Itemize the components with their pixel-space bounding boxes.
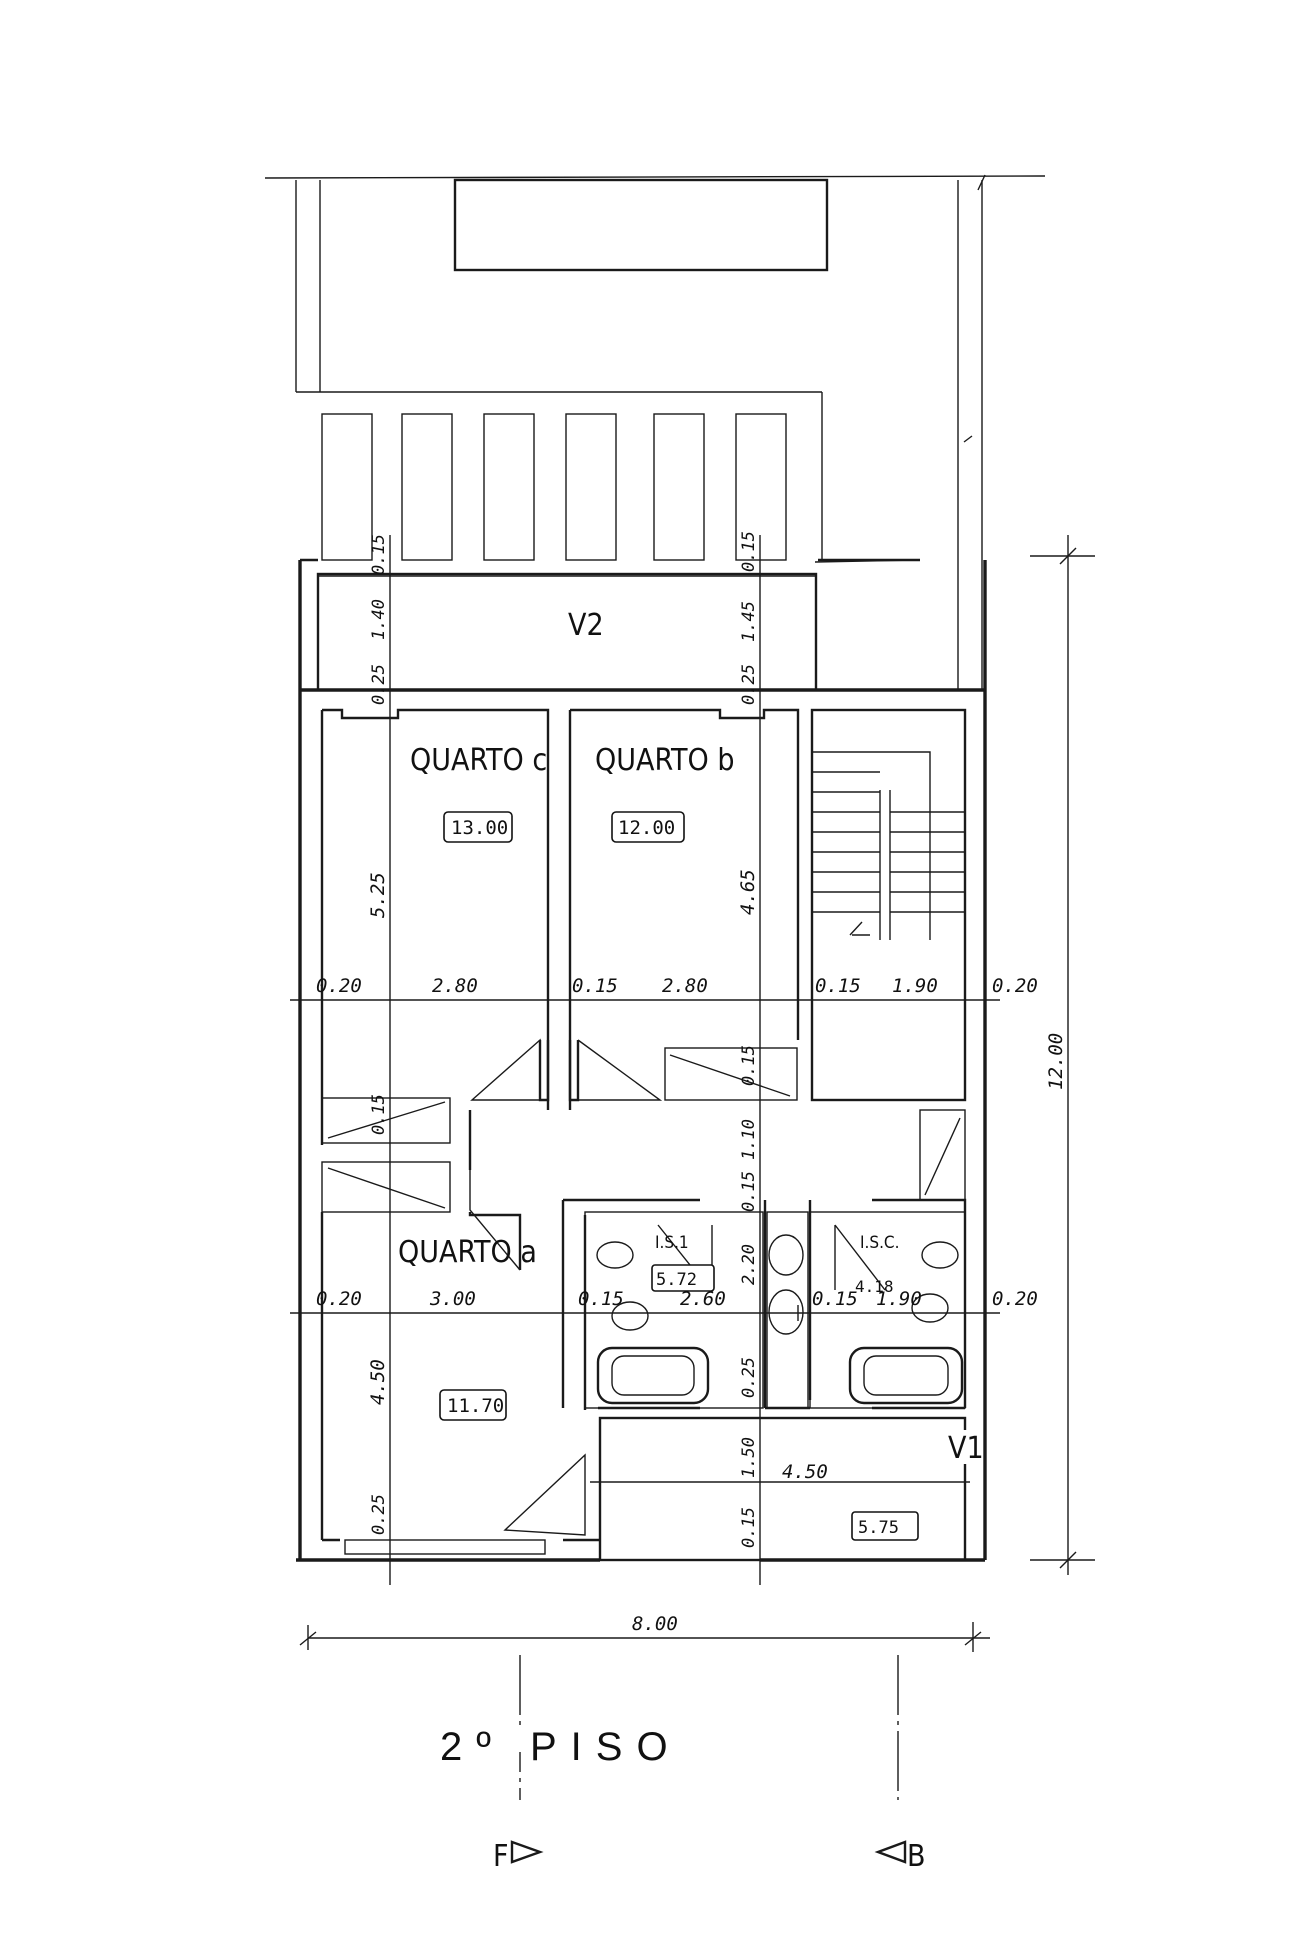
terrace-area — [264, 174, 1046, 690]
section-arrow-right-icon — [874, 1840, 907, 1864]
dim-mid-9: 1.50 — [739, 1437, 759, 1478]
dim-row-upper-2: 0.15 — [572, 975, 618, 997]
dim-row-lower-0: 0.20 — [316, 1288, 362, 1310]
room-quarto-b-area: 12.00 — [618, 817, 675, 839]
bathrooms — [584, 1211, 966, 1409]
dim-mid-2: 0.25 — [739, 664, 759, 705]
dim-left-3: 5.25 — [367, 872, 389, 918]
room-quarto-a-area: 11.70 — [447, 1395, 504, 1417]
room-quarto-b-label: QUARTO b — [595, 743, 734, 778]
dim-left-6: 0.25 — [369, 1494, 389, 1535]
dim-mid-4: 0.15 — [739, 1045, 759, 1086]
dim-mid-7: 2.20 — [739, 1244, 759, 1285]
dim-row-lower-3: 2.60 — [680, 1288, 726, 1310]
dim-row-upper-6: 0.20 — [992, 975, 1038, 997]
dim-mid-8: 0.25 — [739, 1357, 759, 1398]
section-mark-right: B — [907, 1839, 926, 1874]
dim-mid-5: 1.10 — [739, 1119, 759, 1160]
dim-row-lower-4: 0.15 — [812, 1288, 858, 1310]
dim-row-lower-5: 1.90 — [876, 1288, 922, 1310]
room-isc-label: I.S.C. — [860, 1233, 899, 1253]
dim-left-2: 0.25 — [369, 664, 389, 705]
dim-row-upper-5: 1.90 — [892, 975, 938, 997]
dim-row-upper-3: 2.80 — [662, 975, 708, 997]
dim-row-upper-0: 0.20 — [316, 975, 362, 997]
dim-total-depth: 12.00 — [1045, 1033, 1067, 1090]
room-quarto-a-label: QUARTO a — [398, 1235, 537, 1270]
dim-mid-10: 0.15 — [739, 1507, 759, 1548]
room-labels: QUARTO c 13.00 QUARTO b 12.00 QUARTO a 1… — [398, 743, 919, 1541]
dim-v1-width: 4.50 — [782, 1461, 828, 1483]
room-is1-label: I.S.1 — [655, 1233, 689, 1253]
section-arrow-left-icon — [510, 1840, 544, 1864]
section-mark-left: F — [493, 1839, 509, 1874]
dim-total-width: 8.00 — [632, 1613, 678, 1635]
stair-treads — [812, 771, 965, 936]
room-v1-area: 5.75 — [858, 1518, 899, 1538]
dim-row-lower-1: 3.00 — [429, 1288, 476, 1310]
dim-left-5: 4.50 — [367, 1359, 389, 1405]
dim-mid-1: 1.45 — [739, 601, 759, 642]
room-quarto-c-area: 13.00 — [451, 817, 508, 839]
dim-mid-6: 0.15 — [739, 1171, 759, 1212]
dim-mid-0: 0.15 — [739, 531, 759, 572]
plan-title: 2º PISO — [440, 1725, 682, 1769]
dim-left-4: 0.15 — [369, 1094, 389, 1135]
room-isc-area: 4.18 — [855, 1277, 894, 1296]
dim-row-lower-2: 0.15 — [578, 1288, 624, 1310]
dim-row-lower-6: 0.20 — [992, 1288, 1038, 1310]
dimension-labels: 0.20 2.80 0.15 2.80 0.15 1.90 0.20 0.20 … — [316, 531, 1067, 1635]
dim-row-upper-1: 2.80 — [432, 975, 478, 997]
room-v1-label: V1 — [948, 1431, 984, 1466]
room-is1-area: 5.72 — [656, 1270, 697, 1290]
dim-mid-3: 4.65 — [737, 869, 759, 915]
section-cuts: F B — [493, 1655, 926, 1874]
balcony-v1: V1 — [598, 1416, 984, 1562]
room-quarto-c-label: QUARTO c — [410, 743, 547, 778]
dim-left-0: 0.15 — [369, 534, 389, 575]
dim-left-1: 1.40 — [369, 599, 389, 640]
dim-row-upper-4: 0.15 — [815, 975, 861, 997]
dimension-lines — [290, 535, 1095, 1652]
room-v2-label: V2 — [568, 608, 604, 643]
